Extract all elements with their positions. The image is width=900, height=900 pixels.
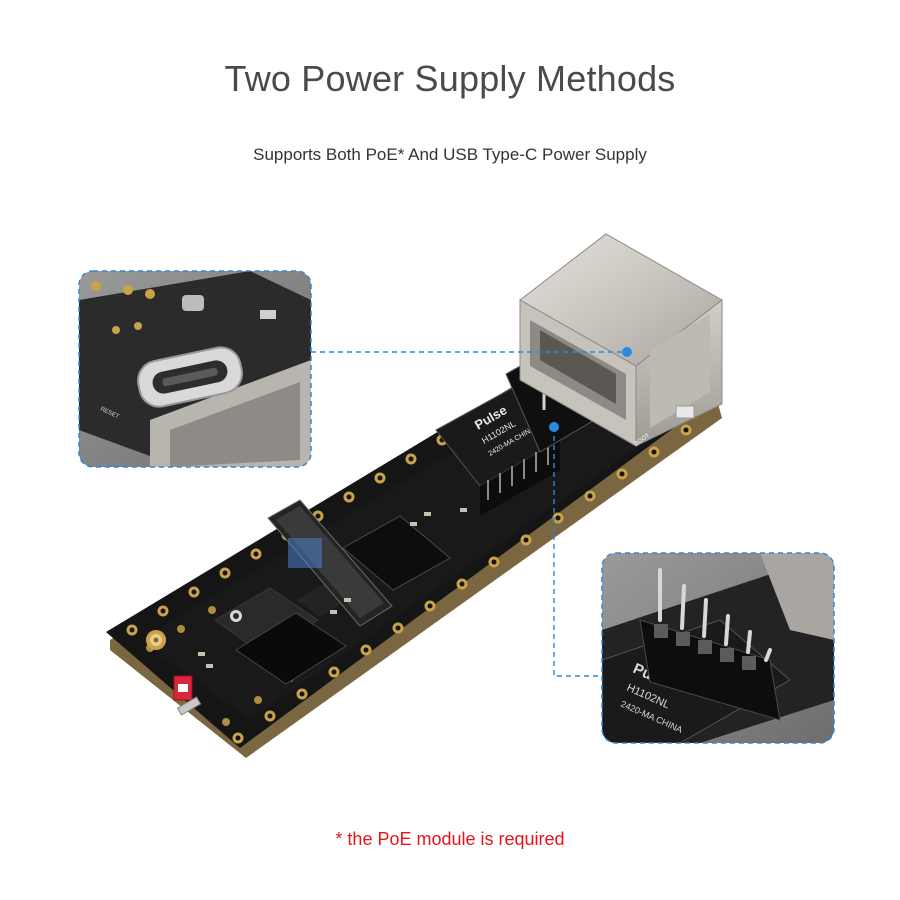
main-board: Pulse H1102NL 2420-MA CHINA bbox=[106, 233, 723, 758]
page-title: Two Power Supply Methods bbox=[224, 58, 676, 99]
inset-poe-header: Pulse H1102NL 2420-MA CHINA bbox=[601, 552, 835, 744]
rj45-jack bbox=[519, 233, 723, 447]
footnote-poe-required: * the PoE module is required bbox=[335, 829, 565, 849]
callout-dot-header bbox=[549, 422, 559, 432]
callout-dot-rj45 bbox=[622, 347, 632, 357]
wifi-chip bbox=[214, 587, 319, 655]
page-subtitle: Supports Both PoE* And USB Type-C Power … bbox=[253, 145, 647, 164]
usb-c-port bbox=[137, 346, 243, 408]
callout-lines bbox=[311, 351, 627, 677]
inset-usb-c: RESET bbox=[78, 270, 312, 468]
